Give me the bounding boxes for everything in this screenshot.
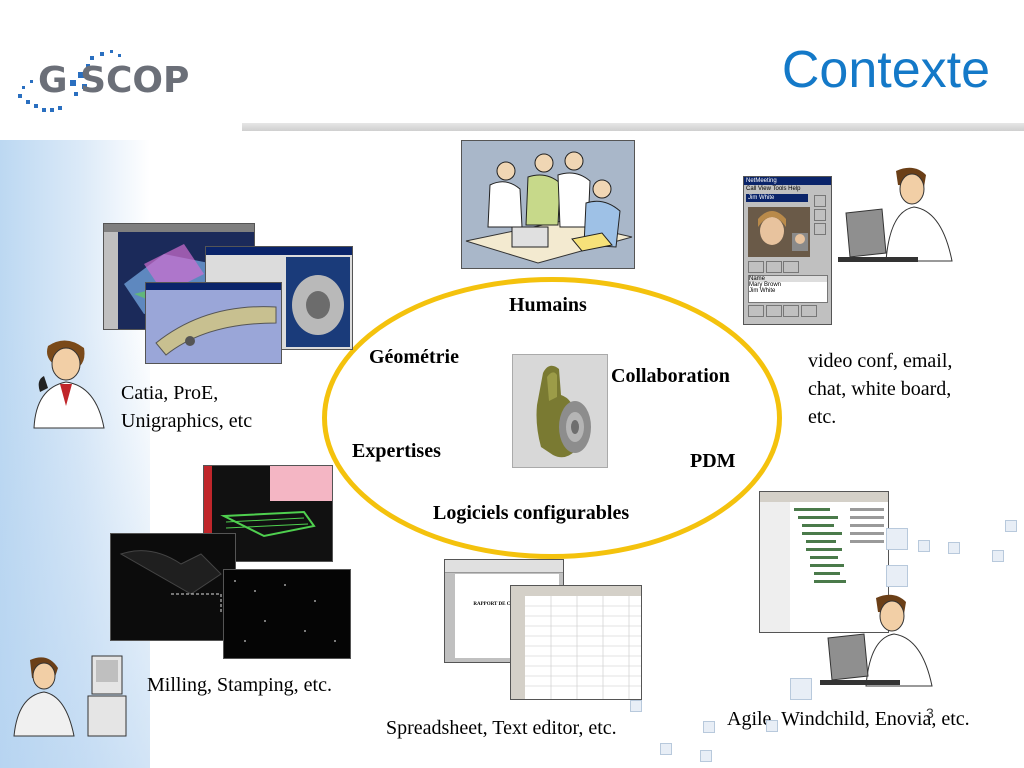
caption-collab-line1: video conf, email, bbox=[808, 350, 953, 372]
woman-at-computer-clipart bbox=[4, 652, 128, 740]
team-meeting-clipart bbox=[461, 140, 635, 269]
decor-square bbox=[630, 700, 642, 712]
decor-square bbox=[790, 678, 812, 700]
gscop-logo bbox=[16, 46, 196, 116]
caption-pdm: Agile, Windchild, Enovia, etc. bbox=[727, 708, 970, 730]
decor-square bbox=[1005, 520, 1017, 532]
videoconf-menubar: Call View Tools Help bbox=[744, 185, 831, 193]
caption-office: Spreadsheet, Text editor, etc. bbox=[386, 717, 617, 739]
label-geometrie: Géométrie bbox=[369, 346, 459, 368]
logo-text: G SCOP bbox=[38, 60, 190, 101]
call-select[interactable]: Jim White bbox=[746, 194, 808, 202]
caption-collaboration: video conf, email, chat, white board, et… bbox=[808, 347, 952, 431]
bottom-button-2[interactable] bbox=[765, 305, 782, 317]
man-at-computer-clipart bbox=[836, 165, 960, 265]
bottom-button-3[interactable] bbox=[783, 305, 800, 317]
cad-part-icon bbox=[146, 283, 281, 356]
decor-square bbox=[660, 743, 672, 755]
team-meeting-icon bbox=[465, 151, 633, 264]
participant-item[interactable]: Mary Brown bbox=[749, 282, 782, 288]
center-ellipse bbox=[322, 277, 782, 559]
milling-screenshot-2 bbox=[110, 533, 236, 641]
participant-item[interactable]: Jim White bbox=[749, 288, 776, 294]
spreadsheet-screenshot bbox=[510, 585, 642, 700]
mechanical-part-icon bbox=[536, 365, 591, 458]
header-rule bbox=[242, 123, 1024, 131]
menu-tools[interactable]: Tools bbox=[772, 186, 787, 192]
bottom-button-1[interactable] bbox=[748, 305, 764, 317]
control-button-3[interactable] bbox=[783, 261, 800, 273]
menu-view[interactable]: View bbox=[758, 186, 771, 192]
caption-collab-line2: chat, white board, bbox=[808, 378, 952, 400]
caption-collab-line3: etc. bbox=[808, 406, 837, 428]
label-pdm: PDM bbox=[690, 450, 736, 472]
cad-screenshot-3 bbox=[145, 282, 282, 364]
menu-call[interactable]: Call bbox=[746, 186, 757, 192]
editor-toolbar bbox=[445, 560, 563, 573]
video-panel bbox=[748, 207, 810, 257]
decor-square bbox=[886, 565, 908, 587]
point-cloud-icon bbox=[234, 580, 336, 642]
decor-square bbox=[992, 550, 1004, 562]
part-image bbox=[512, 354, 608, 468]
label-collaboration: Collaboration bbox=[611, 365, 730, 387]
logo-dots-icon bbox=[18, 50, 121, 112]
side-button-1[interactable] bbox=[814, 195, 826, 207]
video-controls bbox=[748, 261, 820, 273]
man-at-computer-clipart-2 bbox=[820, 592, 940, 688]
cad-turbine-icon bbox=[206, 247, 352, 347]
decor-square bbox=[766, 720, 778, 732]
slide-title: Contexte bbox=[781, 41, 990, 99]
woman-computer-icon bbox=[13, 655, 127, 737]
decor-square bbox=[703, 721, 715, 733]
pdm-screenshot bbox=[759, 491, 889, 633]
toolpath-icon bbox=[204, 466, 332, 561]
label-logiciels: Logiciels configurables bbox=[433, 502, 630, 524]
decor-square bbox=[948, 542, 960, 554]
label-expertises: Expertises bbox=[352, 440, 441, 462]
participant-list-header: Name bbox=[749, 276, 827, 282]
label-humains: Humains bbox=[509, 294, 587, 316]
spreadsheet-grid-icon bbox=[511, 586, 641, 699]
caption-cad-line2: Unigraphics, etc bbox=[121, 410, 253, 432]
decor-square bbox=[886, 528, 908, 550]
caption-cad-line1: Catia, ProE, bbox=[121, 382, 219, 404]
side-button-2[interactable] bbox=[814, 209, 826, 221]
mill-machine-icon bbox=[111, 534, 235, 640]
document-heading: RAPPORT DE CONCEPTION bbox=[473, 602, 541, 607]
bottom-button-4[interactable] bbox=[801, 305, 818, 317]
decor-square bbox=[700, 750, 712, 762]
computer-user-icon bbox=[820, 594, 933, 687]
videoconf-window: NetMeeting Call View Tools Help Jim Whit… bbox=[743, 176, 832, 325]
control-button-2[interactable] bbox=[765, 261, 782, 273]
caption-milling: Milling, Stamping, etc. bbox=[147, 674, 332, 696]
page-number: 3 bbox=[926, 705, 934, 721]
caption-cad: Catia, ProE, Unigraphics, etc bbox=[121, 379, 252, 435]
man-on-phone-clipart bbox=[26, 336, 108, 432]
milling-screenshot-3 bbox=[223, 569, 351, 659]
menu-help[interactable]: Help bbox=[788, 186, 801, 192]
videoconf-titlebar: NetMeeting bbox=[744, 177, 831, 185]
pdm-tree-icon bbox=[760, 492, 888, 632]
decor-square bbox=[918, 540, 930, 552]
control-button-1[interactable] bbox=[748, 261, 764, 273]
videoconf-bottom-buttons bbox=[748, 305, 826, 319]
milling-screenshot-1 bbox=[203, 465, 333, 562]
video-face-icon bbox=[758, 211, 808, 251]
videoconf-side-buttons bbox=[814, 195, 826, 235]
computer-user-icon bbox=[838, 167, 953, 262]
participant-list: Name Mary Brown Jim White bbox=[748, 275, 828, 303]
phone-man-icon bbox=[33, 340, 105, 429]
side-button-3[interactable] bbox=[814, 223, 826, 235]
